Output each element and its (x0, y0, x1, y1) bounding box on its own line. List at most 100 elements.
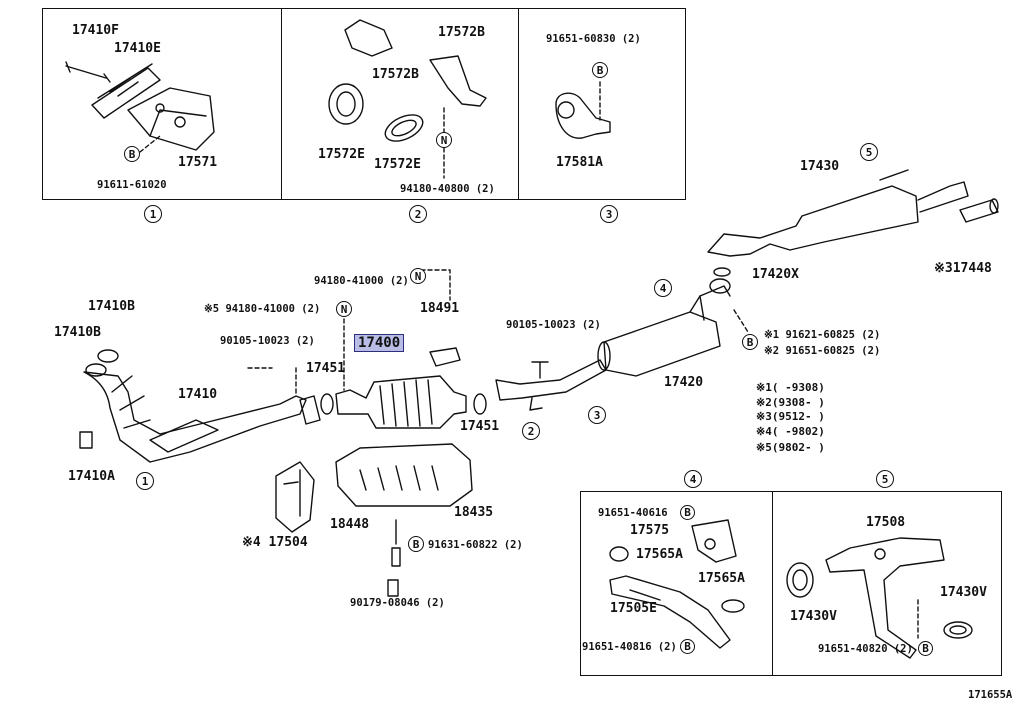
part-label-17410a: 17410A (68, 469, 115, 484)
part-label-17565a-b: 17565A (698, 571, 745, 586)
part-label-17571: 17571 (178, 155, 218, 170)
part-label-18448: 18448 (330, 517, 370, 532)
part-label-91611: 91611-61020 (97, 179, 167, 191)
bolt-90105-b (531, 361, 549, 379)
part-label-18491: 18491 (420, 301, 460, 316)
part-label-18435: 18435 (454, 505, 494, 520)
bolt-marker-p4-b: B (680, 639, 695, 654)
part-label-17572b-a: 17572B (438, 25, 485, 40)
part-label-91651-40820: 91651-40820 (2) (818, 643, 913, 655)
part-label-17420x: 17420X (752, 267, 799, 282)
bolt-18448 (391, 519, 401, 567)
panel-5-caption: 5 (876, 470, 894, 488)
part-label-317448: ※317448 (934, 261, 992, 276)
gasket-17451-b (473, 393, 487, 415)
insulator-17581a (555, 81, 611, 139)
part-label-91651-60830: 91651-60830 (2) (546, 33, 641, 45)
gasket-ring-17572e-b (384, 114, 424, 142)
part-label-17508: 17508 (866, 515, 906, 530)
part-label-17410f: 17410F (72, 23, 119, 38)
insulator-17565a-b (721, 599, 745, 613)
insulator-17565a (609, 546, 629, 562)
part-label-17505e: 17505E (610, 601, 657, 616)
part-label-17410b-a: 17410B (88, 299, 135, 314)
part-label-91651-40816: 91651-40816 (2) (582, 641, 677, 653)
insulator-17430v-b (943, 621, 973, 639)
part-label-17504: ※4 17504 (242, 535, 308, 550)
bolt-marker-p1: B (124, 146, 140, 162)
heat-insulator-18435 (335, 443, 473, 507)
bracket-17505e (609, 575, 731, 649)
bolt-marker-p4-a: B (680, 505, 695, 520)
exhaust-manifold-heat-insulator-17410e (91, 63, 161, 119)
gasket-17420x (713, 267, 731, 277)
panel-3-frame (518, 8, 686, 200)
nut-17410a (79, 431, 93, 449)
center-exhaust-pipe (495, 359, 607, 411)
leader-bolt-p1 (139, 135, 161, 153)
callout-4: 4 (654, 279, 672, 297)
part-label-91651-40616: 91651-40616 (598, 507, 668, 519)
gasket-ring-17572e (328, 83, 364, 125)
front-exhaust-pipe-17410 (83, 371, 321, 463)
part-label-17430v-b: 17430V (940, 585, 987, 600)
part-label-17572e-a: 17572E (318, 147, 365, 162)
gasket-17451-a (320, 393, 334, 415)
part-label-17572e-b: 17572E (374, 157, 421, 172)
part-label-90179: 90179-08046 (2) (350, 597, 445, 609)
part-label-17565a-a: 17565A (636, 547, 683, 562)
bolt-marker-main-b: B (742, 334, 758, 350)
part-label-17430v-a: 17430V (790, 609, 837, 624)
diagram-id: 171655A (968, 689, 1013, 701)
nut-marker-main-a: N (336, 301, 352, 317)
part-label-91631: 91631-60822 (2) (428, 539, 523, 551)
part-label-94180: 94180-41000 (2) (314, 275, 409, 287)
panel-3-caption: 3 (600, 205, 618, 223)
part-label-17430: 17430 (800, 159, 840, 174)
bracket-17508 (825, 537, 945, 659)
callout-5: 5 (860, 143, 878, 161)
part-label-91621: ※1 91621-60825 (2) (764, 329, 881, 341)
bracket-17504 (275, 461, 315, 533)
part-label-17400-highlight[interactable]: 17400 (354, 334, 405, 352)
part-label-90105-a: 90105-10023 (2) (220, 335, 315, 347)
part-label-17572b-b: 17572B (372, 67, 419, 82)
part-label-17410b-b: 17410B (54, 325, 101, 340)
bolt-marker-p5: B (918, 641, 933, 656)
part-label-17451-b: 17451 (460, 419, 500, 434)
muffler-17420 (597, 285, 731, 377)
gasket-17572b (344, 19, 393, 57)
panel-2-caption: 2 (409, 205, 427, 223)
panel-4-caption: 4 (684, 470, 702, 488)
gasket-17410b (85, 363, 107, 377)
tail-pipe-317448 (959, 198, 999, 223)
part-label-94180-5: ※5 94180-41000 (2) (204, 303, 321, 315)
catalytic-converter-17400 (335, 347, 467, 429)
nut-marker-p2: N (436, 132, 452, 148)
nut-90179 (387, 579, 399, 597)
part-label-17575: 17575 (630, 523, 670, 538)
note-3: ※3(9512- ) (756, 410, 825, 423)
bolt-marker-main: B (408, 536, 424, 552)
part-label-94180-p2: 94180-40800 (2) (400, 183, 495, 195)
part-label-17581a: 17581A (556, 155, 603, 170)
part-label-91651-60825: ※2 91651-60825 (2) (764, 345, 881, 357)
part-label-90105-b: 90105-10023 (2) (506, 319, 601, 331)
note-4: ※4( -9802) (756, 425, 825, 438)
panel-5-frame (772, 491, 1002, 676)
part-label-17410e: 17410E (114, 41, 161, 56)
bolt-17410f (65, 61, 111, 83)
callout-3: 3 (588, 406, 606, 424)
tail-muffler-17430 (707, 169, 969, 257)
nut-marker-main-b: N (410, 268, 426, 284)
insulator-17430v (786, 562, 814, 598)
hanger-17575 (691, 519, 737, 563)
callout-1: 1 (136, 472, 154, 490)
note-1: ※1( -9308) (756, 381, 825, 394)
part-label-17420: 17420 (664, 375, 704, 390)
part-label-17410: 17410 (178, 387, 218, 402)
note-5: ※5(9802- ) (756, 441, 825, 454)
hanger-bracket-17572b (429, 55, 487, 107)
part-label-17451-a: 17451 (306, 361, 346, 376)
